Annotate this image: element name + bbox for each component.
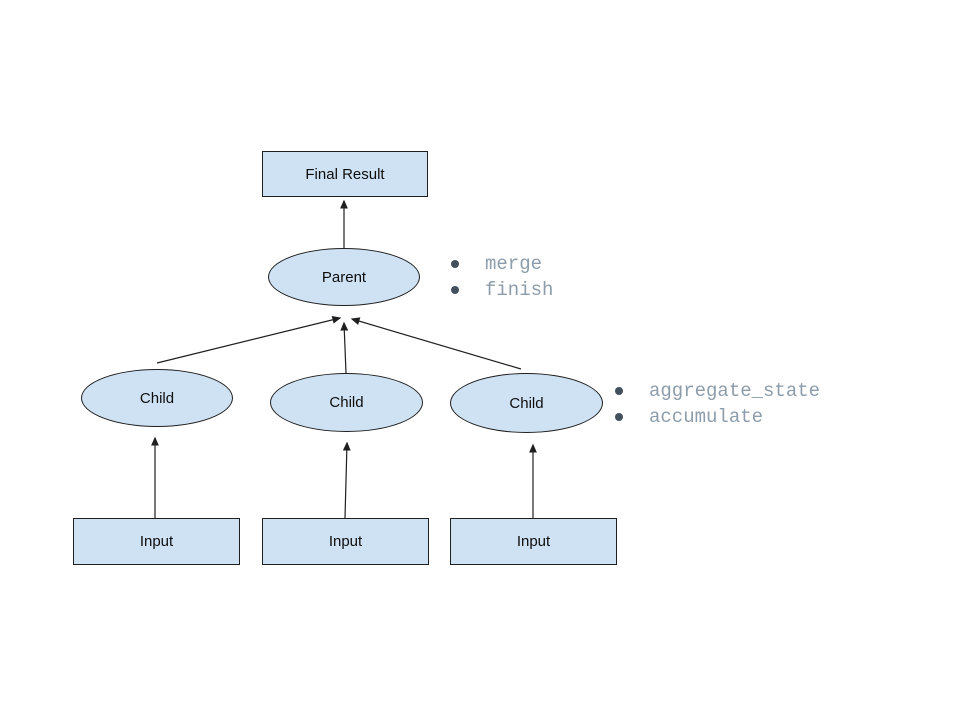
arrow-child-left-to-parent: [156, 315, 342, 364]
method-label: accumulate: [649, 406, 764, 428]
node-final-result: Final Result: [262, 151, 428, 197]
node-parent: Parent: [268, 248, 420, 306]
bullet-icon: [451, 260, 459, 268]
node-input-left-label: Input: [139, 533, 174, 550]
node-child-left: Child: [81, 369, 233, 427]
list-item: merge: [451, 251, 553, 277]
node-input-right: Input: [450, 518, 617, 565]
bullet-icon: [615, 387, 623, 395]
node-input-right-label: Input: [516, 533, 551, 550]
node-input-middle-label: Input: [328, 533, 363, 550]
node-child-right: Child: [450, 373, 603, 433]
parent-methods-list: merge finish: [451, 251, 553, 303]
node-child-middle: Child: [270, 373, 423, 432]
method-label: finish: [485, 279, 554, 301]
bullet-icon: [615, 413, 623, 421]
node-child-right-label: Child: [509, 394, 544, 412]
arrow-input-middle-to-child-middle: [342, 441, 351, 519]
child-methods-list: aggregate_state accumulate: [615, 378, 820, 430]
list-item: accumulate: [615, 404, 820, 430]
node-final-result-label: Final Result: [305, 165, 385, 183]
node-parent-label: Parent: [321, 268, 367, 286]
node-input-left: Input: [73, 518, 240, 565]
arrow-child-right-to-parent: [350, 317, 522, 370]
list-item: aggregate_state: [615, 378, 820, 404]
node-child-middle-label: Child: [329, 394, 364, 411]
node-child-left-label: Child: [139, 389, 175, 407]
arrow-child-middle-to-parent: [340, 321, 349, 374]
method-label: aggregate_state: [649, 380, 821, 402]
list-item: finish: [451, 277, 553, 303]
bullet-icon: [451, 286, 459, 294]
node-input-middle: Input: [262, 518, 429, 565]
method-label: merge: [485, 253, 543, 275]
